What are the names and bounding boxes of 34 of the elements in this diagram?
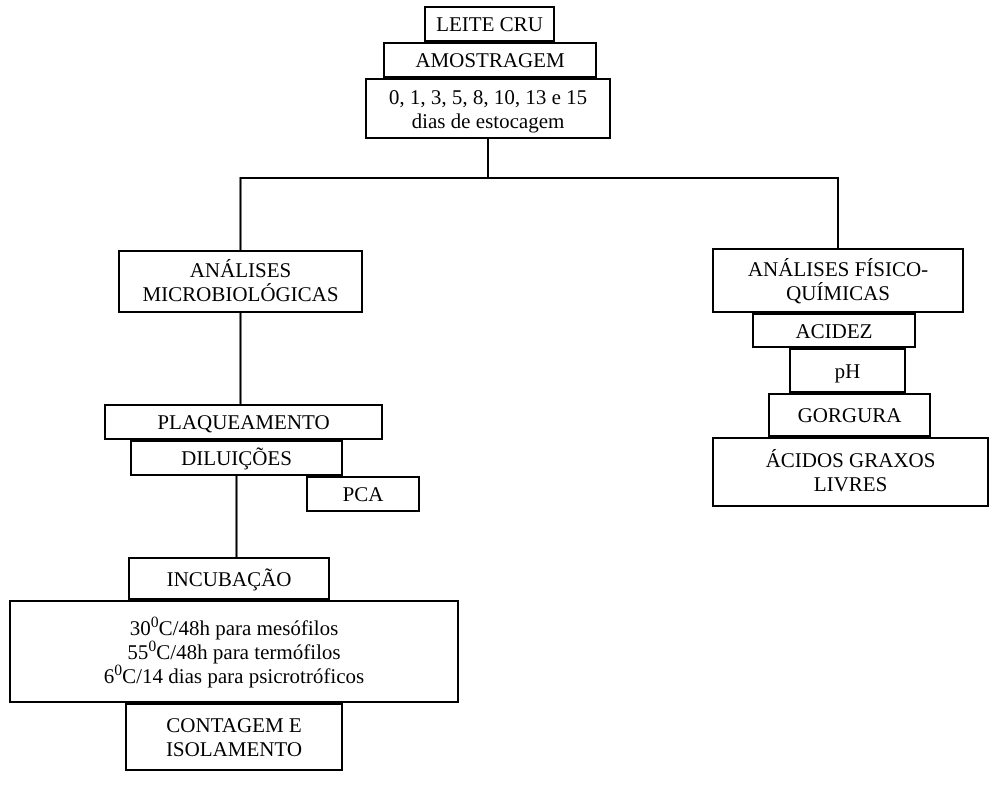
box-text: ANÁLISES FÍSICO-QUÍMICAS — [747, 256, 929, 304]
box-text: ANÁLISES MICROBIOLÓGICAS — [141, 258, 340, 306]
process-box — [128, 557, 330, 600]
box-text: LEITE CRU — [436, 12, 543, 36]
box-text: 6$^{0}$C/14 dias para psicrotróficos — [104, 664, 364, 688]
process-box — [383, 42, 597, 78]
process-box — [768, 393, 931, 437]
process-box — [752, 313, 916, 348]
box-text: PLAQUEAMENTO — [157, 410, 330, 434]
process-box — [712, 437, 989, 507]
box-text: AMOSTRAGEM — [415, 48, 565, 72]
box-text: PCA — [342, 482, 384, 506]
process-box — [789, 348, 906, 393]
box-text: ACIDEZ — [796, 318, 872, 342]
process-box — [424, 6, 555, 42]
box-text: 0, 1, 3, 5, 8, 10, 13 e 15 dias de estocagem — [388, 84, 588, 132]
box-text: 55$^{0}$C/48h para termófilos — [127, 640, 341, 664]
box-text: CONTAGEM E ISOLAMENTO — [164, 713, 304, 761]
process-box — [130, 440, 343, 476]
connector-line — [240, 313, 242, 404]
box-text: pH — [834, 358, 860, 382]
box-text: DILUIÇÕES — [181, 446, 292, 470]
box-text: GORGURA — [798, 403, 902, 427]
process-box — [306, 476, 420, 512]
process-box — [104, 404, 383, 440]
process-box — [125, 703, 343, 771]
process-box — [712, 248, 964, 313]
connector-line — [236, 476, 238, 557]
process-box — [365, 78, 611, 139]
process-box — [9, 600, 459, 703]
box-text: INCUBAÇÃO — [166, 566, 292, 590]
box-text: ÁCIDOS GRAXOS LIVRES — [764, 448, 936, 496]
process-box — [118, 250, 363, 313]
box-text: 30$^{0}$C/48h para mesófilos — [130, 616, 338, 640]
